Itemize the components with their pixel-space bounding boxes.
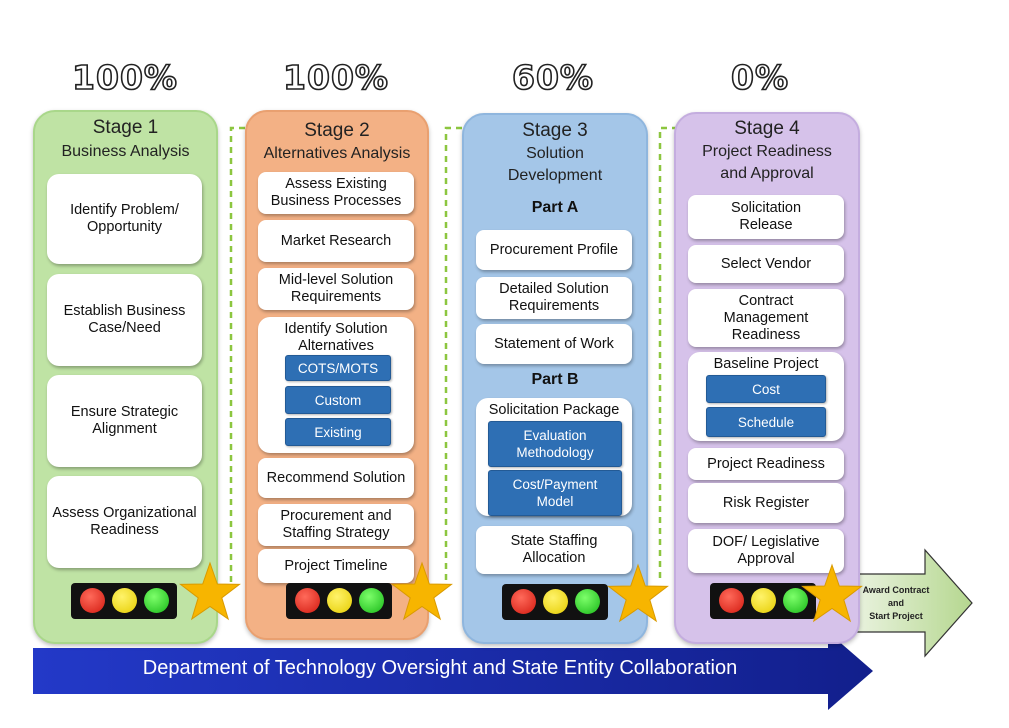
stage-4-subtitle-line2: and Approval	[720, 165, 814, 182]
stage-3-panel: Stage 3 Solution Development Part A Proc…	[462, 113, 648, 644]
item-mid-level-solution-requirements: Mid-level Solution Requirements	[258, 268, 414, 310]
yellow-light-icon	[112, 588, 137, 613]
stage-3-subtitle-line1: Solution	[526, 145, 584, 162]
stage-2-percent: 100%	[282, 57, 389, 98]
stage-4-panel: Stage 4 Project Readiness and Approval S…	[674, 112, 860, 644]
award-arrow	[844, 548, 973, 658]
banner-text: Department of Technology Oversight and S…	[142, 657, 738, 679]
yellow-light-icon	[751, 588, 776, 613]
item-market-research: Market Research	[258, 220, 414, 262]
green-light-icon	[783, 588, 808, 613]
traffic-light-icon	[286, 583, 392, 619]
stage-3-title: Stage 3	[522, 120, 588, 141]
stage-1-panel: Stage 1 Business Analysis Identify Probl…	[33, 110, 218, 644]
green-light-icon	[575, 589, 600, 614]
option-evaluation-methodology: Evaluation Methodology	[488, 421, 622, 467]
red-light-icon	[295, 588, 320, 613]
item-state-staffing-allocation: State Staffing Allocation	[476, 526, 632, 574]
group-title: Identify Solution Alternatives	[284, 321, 388, 354]
stage-2-panel: Stage 2 Alternatives Analysis Assess Exi…	[245, 110, 429, 640]
yellow-light-icon	[543, 589, 568, 614]
part-b-label: Part B	[531, 371, 579, 388]
star-icon	[179, 561, 241, 621]
item-detailed-solution-requirements: Detailed Solution Requirements	[476, 277, 632, 319]
item-solicitation-release: Solicitation Release	[688, 195, 844, 239]
award-line-2: and	[887, 598, 904, 608]
red-light-icon	[511, 589, 536, 614]
group-identify-solution-alternatives: Identify Solution Alternatives COTS/MOTS…	[258, 317, 414, 453]
option-cost-payment-model: Cost/Payment Model	[488, 470, 622, 516]
item-procurement-profile: Procurement Profile	[476, 230, 632, 270]
item-dof-legislative-approval: DOF/ Legislative Approval	[688, 529, 844, 573]
stage-1-percent: 100%	[71, 57, 178, 98]
item-statement-of-work: Statement of Work	[476, 324, 632, 364]
group-solicitation-package: Solicitation Package Evaluation Methodol…	[476, 398, 632, 516]
award-line-3: Start Project	[869, 611, 923, 621]
star-icon	[801, 563, 863, 623]
option-schedule: Schedule	[706, 407, 826, 437]
item-assess-existing-business-processes: Assess Existing Business Processes	[258, 172, 414, 214]
part-a-label: Part A	[531, 199, 579, 216]
option-cots-mots: COTS/MOTS	[285, 355, 391, 381]
stage-2-title: Stage 2	[304, 120, 370, 141]
connector-2-3	[444, 126, 492, 580]
traffic-light-icon	[71, 583, 177, 619]
star-icon	[607, 563, 669, 623]
stage-4-subtitle-line1: Project Readiness	[702, 143, 832, 160]
stage-3-subtitle-line2: Development	[507, 167, 603, 184]
green-light-icon	[359, 588, 384, 613]
award-line-1: Award Contract	[862, 585, 930, 595]
item-project-timeline: Project Timeline	[258, 549, 414, 583]
green-light-icon	[144, 588, 169, 613]
group-title: Solicitation Package	[488, 402, 620, 418]
item-recommend-solution: Recommend Solution	[258, 458, 414, 498]
item-procurement-staffing-strategy: Procurement and Staffing Strategy	[258, 504, 414, 546]
stage-1-title: Stage 1	[92, 117, 159, 138]
red-light-icon	[719, 588, 744, 613]
traffic-light-icon	[710, 583, 816, 619]
award-contract-label: Award Contract and Start Project	[846, 584, 946, 623]
item-risk-register: Risk Register	[688, 483, 844, 523]
traffic-light-icon	[502, 584, 608, 620]
item-project-readiness: Project Readiness	[688, 448, 844, 480]
stage-1-subtitle: Business Analysis	[61, 143, 190, 160]
item-ensure-strategic-alignment: Ensure Strategic Alignment	[47, 375, 202, 467]
stage-2-subtitle: Alternatives Analysis	[263, 145, 411, 162]
yellow-light-icon	[327, 588, 352, 613]
banner-arrow	[33, 632, 873, 710]
group-baseline-project: Baseline Project Cost Schedule	[688, 352, 844, 441]
option-cost: Cost	[706, 375, 826, 403]
item-contract-management-readiness: Contract Management Readiness	[688, 289, 844, 347]
item-establish-business-case: Establish Business Case/Need	[47, 274, 202, 366]
group-title: Baseline Project	[713, 356, 819, 372]
stage-3-percent: 60%	[511, 57, 594, 98]
red-light-icon	[80, 588, 105, 613]
option-custom: Custom	[285, 386, 391, 414]
item-assess-organizational-readiness: Assess Organizational Readiness	[47, 476, 202, 568]
item-select-vendor: Select Vendor	[688, 245, 844, 283]
item-identify-problem: Identify Problem/ Opportunity	[47, 174, 202, 264]
stage-4-title: Stage 4	[734, 118, 800, 139]
option-existing: Existing	[285, 418, 391, 446]
star-icon	[391, 561, 453, 621]
stage-4-percent: 0%	[730, 57, 790, 98]
